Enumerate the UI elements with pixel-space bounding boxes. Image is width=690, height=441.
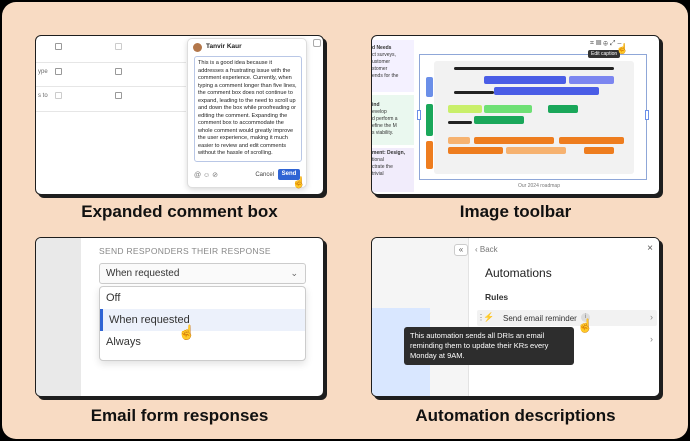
row-divider bbox=[36, 62, 186, 63]
row-divider bbox=[36, 86, 186, 87]
roadmap-label bbox=[426, 141, 433, 169]
more-icon[interactable]: – bbox=[617, 40, 624, 47]
rules-label: Rules bbox=[485, 292, 509, 302]
hand-cursor-icon: ☝ bbox=[616, 44, 629, 55]
response-menu: Off When requested Always bbox=[99, 286, 306, 361]
row-divider bbox=[36, 111, 186, 112]
resize-handle[interactable] bbox=[417, 110, 421, 120]
roadmap-bar bbox=[474, 137, 554, 144]
rule-row[interactable]: ⋮ ⚡ Send email reminder i › bbox=[477, 310, 657, 326]
left-panel bbox=[36, 238, 81, 396]
response-select[interactable]: When requested ⌄ bbox=[99, 263, 306, 284]
roadmap-bar bbox=[494, 87, 599, 95]
comment-icon[interactable] bbox=[55, 43, 62, 50]
roadmap-canvas bbox=[426, 61, 634, 174]
comment-icon[interactable] bbox=[55, 92, 62, 99]
image-caption: Our 2024 roadmap bbox=[518, 183, 560, 189]
option-off[interactable]: Off bbox=[106, 292, 121, 304]
roadmap-bar bbox=[474, 116, 524, 124]
close-icon[interactable]: × bbox=[647, 243, 653, 254]
roadmap-bar bbox=[484, 105, 532, 113]
avatar bbox=[193, 43, 202, 52]
hand-cursor-icon: ☝ bbox=[178, 324, 196, 340]
chevron-right-icon: › bbox=[650, 334, 653, 344]
row-text: s to bbox=[38, 93, 48, 99]
side-note bbox=[372, 148, 414, 192]
caption-icon[interactable]: ▤ bbox=[595, 40, 604, 47]
edit-caption-tooltip: Edit caption bbox=[588, 50, 621, 58]
back-link[interactable]: ‹ Back bbox=[475, 245, 498, 254]
roadmap-label bbox=[426, 77, 433, 97]
option-always[interactable]: Always bbox=[106, 336, 141, 348]
roadmap-bar bbox=[548, 105, 578, 113]
comment-icon[interactable] bbox=[115, 43, 122, 50]
roadmap-bar bbox=[559, 137, 624, 144]
side-note bbox=[372, 40, 414, 92]
image-toolbar: ⌗▤⊕⤢– bbox=[590, 40, 656, 50]
hand-cursor-icon: ☝ bbox=[292, 177, 306, 189]
section-label: SEND RESPONDERS THEIR RESPONSE bbox=[99, 246, 271, 256]
resize-handle[interactable] bbox=[645, 110, 649, 120]
info-icon[interactable]: i bbox=[581, 313, 590, 322]
select-value: When requested bbox=[106, 268, 180, 279]
roadmap-bar bbox=[506, 147, 566, 154]
drag-handle-icon[interactable]: ⋮ bbox=[477, 313, 485, 322]
chevron-left-icon: ‹ bbox=[475, 245, 480, 254]
caption-automation-desc: Automation descriptions bbox=[415, 406, 616, 425]
caption-image-toolbar: Image toolbar bbox=[459, 202, 572, 221]
link-icon[interactable]: ⊕ bbox=[603, 40, 610, 47]
comment-textbox[interactable]: This is a good idea because it addresses… bbox=[194, 56, 302, 162]
cancel-button[interactable]: Cancel bbox=[255, 172, 274, 178]
expand-icon[interactable]: ⤢ bbox=[609, 40, 618, 47]
roadmap-bar bbox=[484, 76, 566, 84]
rule-name: Send email reminder bbox=[503, 314, 577, 323]
close-icon[interactable] bbox=[313, 39, 321, 47]
automation-panel: ‹ Back × Automations Rules ⋮ ⚡ Send emai… bbox=[468, 238, 659, 396]
comment-icon[interactable] bbox=[115, 92, 122, 99]
roadmap-bar bbox=[454, 91, 494, 94]
roadmap-bar bbox=[454, 67, 614, 70]
side-note bbox=[372, 95, 414, 145]
email-card: SEND RESPONDERS THEIR RESPONSE When requ… bbox=[35, 237, 324, 397]
row-text: ype bbox=[38, 69, 48, 75]
roadmap-label bbox=[426, 104, 433, 136]
hand-cursor-icon: ☝ bbox=[577, 318, 594, 333]
comment-bubble: Tanvir Kaur This is a good idea because … bbox=[187, 38, 307, 189]
roadmap-image[interactable] bbox=[417, 54, 649, 180]
emoji-icons[interactable]: @ ☺ ⊘ bbox=[194, 172, 219, 179]
option-when-requested[interactable]: When requested bbox=[100, 309, 305, 331]
collapse-icon[interactable]: « bbox=[454, 244, 468, 256]
automation-tooltip: This automation sends all DRIs an email … bbox=[404, 327, 574, 365]
comment-icon[interactable] bbox=[55, 68, 62, 75]
roadmap-bar bbox=[448, 105, 482, 113]
send-button[interactable]: Send bbox=[278, 169, 300, 180]
comment-icon[interactable] bbox=[115, 68, 122, 75]
comment-author: Tanvir Kaur bbox=[206, 43, 242, 50]
roadmap-bar bbox=[569, 76, 614, 84]
comment-card: ype s to Tanvir Kaur This is a good idea… bbox=[35, 35, 324, 195]
panel-title: Automations bbox=[485, 266, 552, 280]
roadmap-bar bbox=[448, 121, 472, 124]
caption-expanded-comment: Expanded comment box bbox=[81, 202, 278, 221]
caption-email-form: Email form responses bbox=[90, 406, 269, 425]
roadmap-bar bbox=[448, 137, 470, 144]
chevron-right-icon: › bbox=[650, 312, 653, 322]
chevron-down-icon: ⌄ bbox=[290, 268, 298, 278]
automation-card: « ‹ Back × Automations Rules ⋮ ⚡ Send em… bbox=[371, 237, 660, 397]
roadmap-bar bbox=[448, 147, 503, 154]
crop-icon[interactable]: ⌗ bbox=[590, 40, 596, 47]
lightning-icon: ⚡ bbox=[483, 312, 495, 322]
roadmap-bar bbox=[584, 147, 614, 154]
